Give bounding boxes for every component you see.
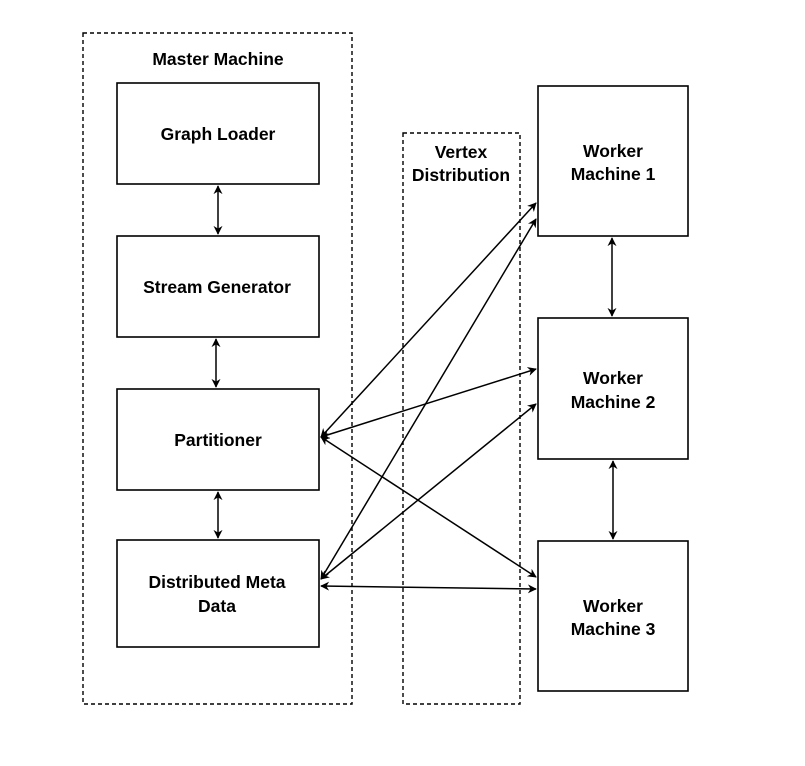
graph-loader-box: [116, 82, 320, 185]
vertex-distribution-title-line1: Vertex: [435, 142, 488, 162]
stream-generator-box: [116, 235, 320, 338]
partitioner-box: [116, 388, 320, 491]
distributed-meta-data-label-line1: Distributed Meta: [148, 572, 285, 592]
worker-machine-3-label-line1: Worker: [583, 596, 643, 616]
worker-machine-1-label-line1: Worker: [583, 141, 643, 161]
worker-machine-1-box: [537, 85, 689, 237]
arrow-metadata-worker2: [320, 403, 537, 580]
distributed-meta-data-label-line2: Data: [198, 596, 236, 616]
worker-machine-2-box: [537, 317, 689, 460]
arrow-partitioner-worker1: [320, 202, 537, 438]
worker-machine-3-label-line2: Machine 3: [571, 619, 656, 639]
arrow-metadata-worker3: [320, 581, 537, 594]
graph-loader-label: Graph Loader: [161, 124, 276, 144]
partitioner-label: Partitioner: [174, 430, 262, 450]
worker-machine-2-label-line2: Machine 2: [571, 392, 656, 412]
worker-machine-3-box: [537, 540, 689, 692]
vertex-distribution-title-line2: Distribution: [412, 165, 510, 185]
vertex-distribution-group: [402, 132, 521, 705]
distributed-meta-data-box: [116, 539, 320, 648]
worker-machine-2-label-line1: Worker: [583, 368, 643, 388]
arrow-metadata-worker1: [320, 218, 537, 580]
worker-machine-1-label-line2: Machine 1: [571, 164, 656, 184]
arrow-partitioner-worker3: [320, 436, 537, 578]
stream-generator-label: Stream Generator: [143, 277, 291, 297]
master-machine-title: Master Machine: [152, 49, 284, 69]
